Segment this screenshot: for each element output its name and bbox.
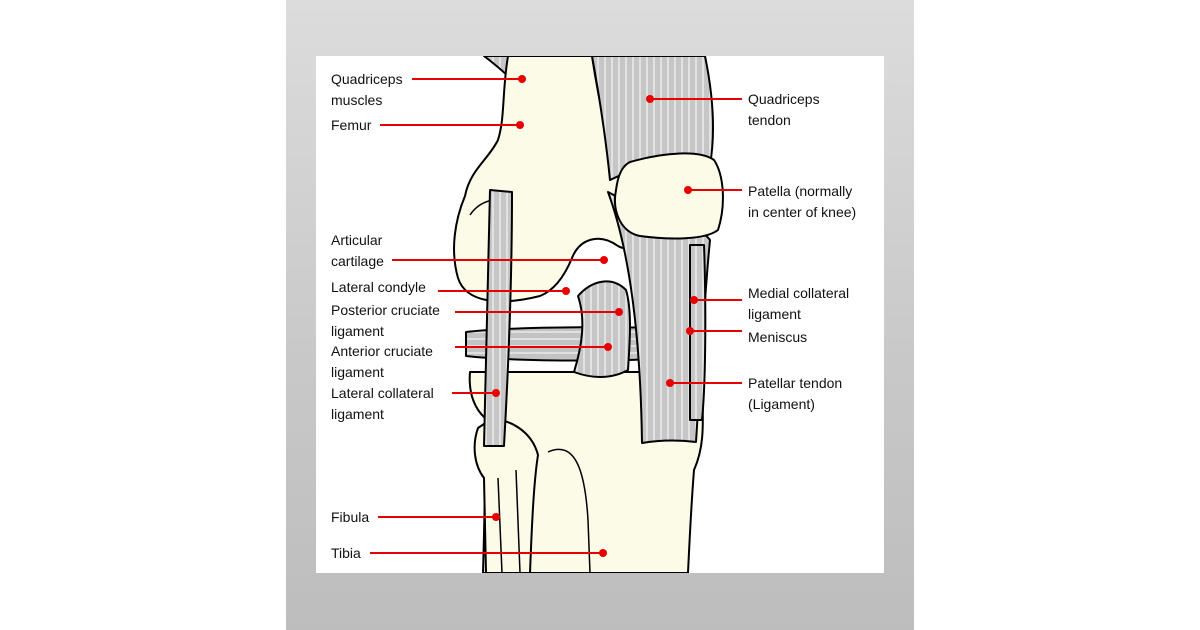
tibia-contour xyxy=(547,448,591,573)
lateral-collateral-ligament xyxy=(483,189,513,447)
fibula-contour xyxy=(497,469,521,573)
dot-patellar-tendon xyxy=(666,379,674,387)
fibula-bone xyxy=(473,418,539,573)
dot-articular-cartilage xyxy=(600,256,608,264)
dot-medial-collateral xyxy=(690,296,698,304)
dot-quadriceps-tendon xyxy=(646,95,654,103)
leader-lines xyxy=(370,75,742,557)
label-lateral-collateral: Lateral collateral ligament xyxy=(331,385,434,422)
medial-collateral-ligament xyxy=(689,244,707,421)
dot-posterior-cruciate xyxy=(615,308,623,316)
label-anterior-cruciate: Anterior cruciate ligament xyxy=(331,343,433,380)
label-quadriceps-tendon: Quadriceps tendon xyxy=(748,91,820,128)
label-quadriceps-muscles: Quadriceps muscles xyxy=(331,71,403,108)
dot-patella xyxy=(684,186,692,194)
dot-quadriceps-muscles xyxy=(518,75,526,83)
label-patella: Patella (normally in center of knee) xyxy=(748,183,857,220)
label-meniscus: Meniscus xyxy=(748,329,808,345)
dot-tibia xyxy=(599,549,607,557)
label-lateral-condyle: Lateral condyle xyxy=(331,279,426,295)
label-posterior-cruciate: Posterior cruciate ligament xyxy=(331,302,440,339)
dot-fibula xyxy=(492,513,500,521)
label-patellar-tendon: Patellar tendon (Ligament) xyxy=(748,375,843,412)
label-fibula: Fibula xyxy=(331,509,370,525)
dot-lateral-collateral xyxy=(492,389,500,397)
cruciate-ligaments xyxy=(573,280,631,378)
dot-femur xyxy=(516,121,524,129)
dot-lateral-condyle xyxy=(562,287,570,295)
label-articular-cartilage: Articular cartilage xyxy=(331,232,384,269)
label-femur: Femur xyxy=(331,117,372,133)
label-medial-collateral: Medial collateral ligament xyxy=(748,285,850,322)
label-tibia: Tibia xyxy=(331,545,361,561)
dot-meniscus xyxy=(686,327,694,335)
patella-bone xyxy=(614,152,724,240)
dot-anterior-cruciate xyxy=(604,343,612,351)
